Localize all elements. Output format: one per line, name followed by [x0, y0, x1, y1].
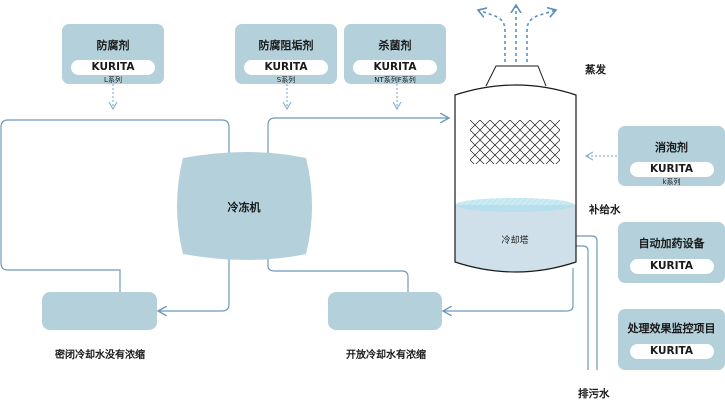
series-label: NT系列F系列 [374, 76, 416, 84]
chemical-title: 杀菌剂 [378, 39, 412, 52]
evaporation-arrow-left [478, 10, 506, 62]
tower-basin-water [455, 205, 576, 272]
blowdown-label: 排污水 [578, 388, 610, 400]
tower-fill-media [470, 120, 560, 164]
blowdown-line [576, 235, 598, 370]
chemical-title: 消泡剂 [655, 141, 688, 154]
chemical-box-anticorrosion: 防腐剂 KURITA L系列 [62, 24, 164, 84]
series-label: k系列 [662, 178, 681, 186]
closed-loop-tank [42, 292, 157, 330]
open-loop-tank [328, 292, 442, 330]
chiller-to-open-tank-line [267, 256, 409, 292]
tower-to-open-tank-line [444, 268, 574, 311]
cooling-tower-label: 冷却塔 [501, 236, 529, 246]
closed-loop-return-line [159, 256, 230, 311]
series-label: L系列 [104, 76, 122, 84]
chiller-to-tower-line [267, 118, 448, 158]
chemical-title: 防腐剂 [96, 39, 130, 52]
evaporation-label: 蒸发 [585, 64, 606, 76]
brand-pill: KURITA [629, 162, 714, 177]
monitoring-box: 处理效果监控项目 KURITA [618, 309, 725, 370]
closed-loop-caption: 密闭冷却水没有浓缩 [55, 350, 145, 361]
brand-pill: KURITA [353, 60, 437, 75]
chiller-body [177, 152, 312, 260]
monitoring-title: 处理效果监控项目 [627, 322, 716, 335]
chiller-label: 冷冻机 [227, 201, 261, 214]
tower-fan-housing [485, 65, 547, 87]
makeup-water-label: 补给水 [589, 204, 621, 216]
chemical-title: 防腐阻垢剂 [258, 39, 314, 52]
auto-dosing-box: 自动加药设备 KURITA [618, 222, 725, 283]
brand-pill: KURITA [244, 60, 328, 75]
closed-loop-line [0, 119, 230, 292]
brand-pill: KURITA [629, 259, 714, 274]
open-loop-caption: 开放冷却水有浓缩 [346, 350, 426, 361]
series-label: S系列 [276, 76, 296, 84]
chemical-box-biocide: 杀菌剂 KURITA NT系列F系列 [344, 24, 446, 84]
evaporation-arrow-right [526, 10, 556, 62]
makeup-line [576, 245, 589, 370]
cooling-tower [454, 65, 577, 273]
chemical-box-anticorrosion-scale: 防腐阻垢剂 KURITA S系列 [235, 24, 337, 84]
auto-dosing-title: 自动加药设备 [638, 237, 705, 250]
brand-pill: KURITA [71, 60, 155, 75]
brand-pill: KURITA [629, 344, 714, 359]
chemical-box-defoamer: 消泡剂 KURITA k系列 [618, 126, 725, 186]
tower-shell [454, 84, 577, 273]
